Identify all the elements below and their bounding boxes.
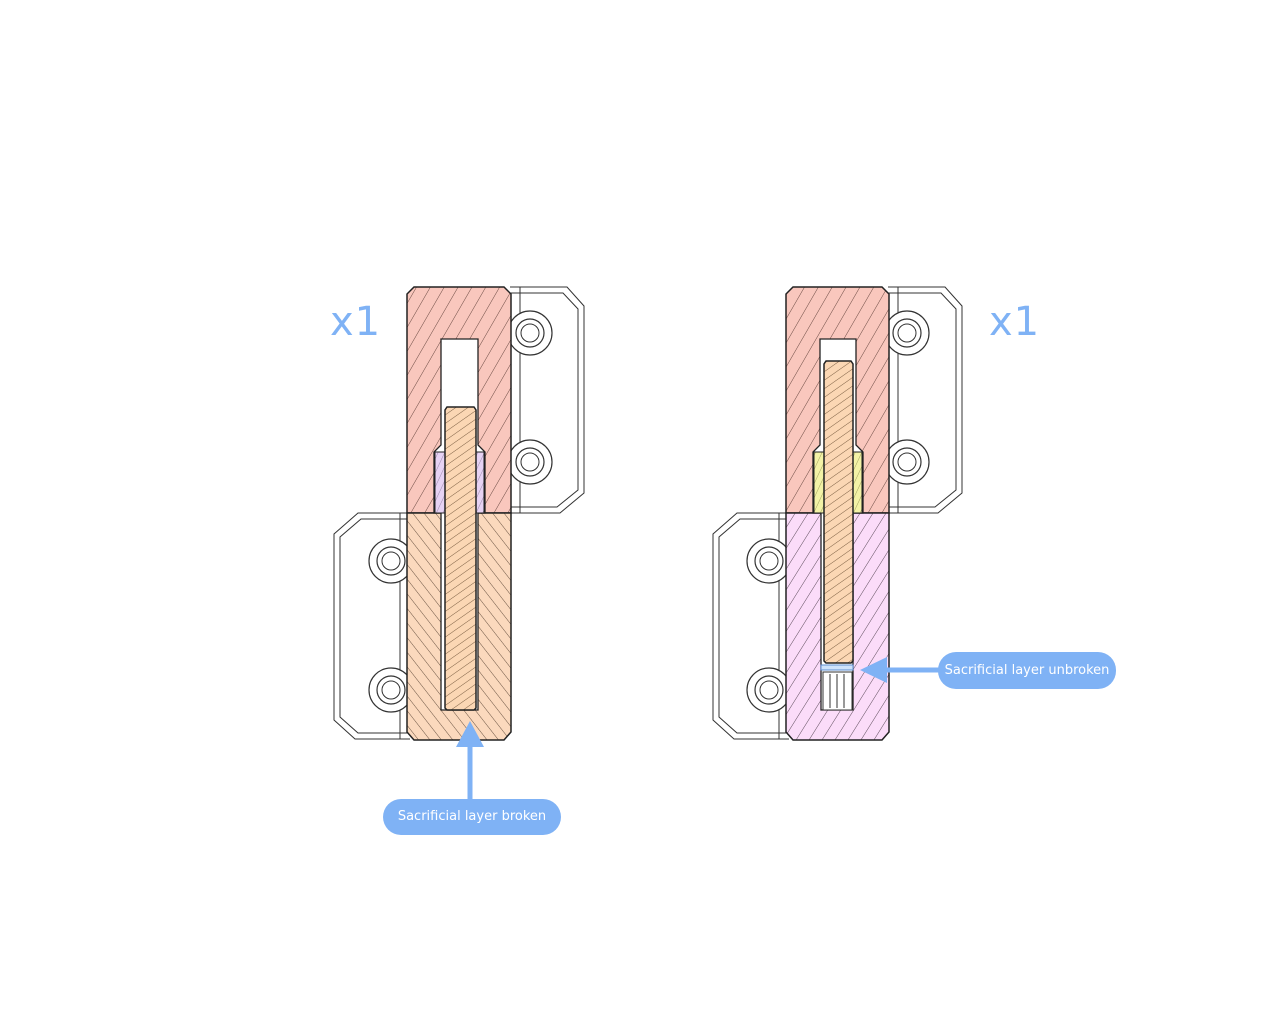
screw-icon: [368, 538, 414, 584]
lower-bore-right: [822, 671, 853, 711]
screw-icon: [507, 439, 553, 485]
quantity-label-left: x1: [330, 299, 382, 345]
screw-icon: [884, 310, 930, 356]
callout-sacrificial-broken: Sacrificial layer broken: [383, 799, 561, 835]
assembly-right: [712, 286, 963, 741]
screw-icon: [746, 538, 792, 584]
callout-sacrificial-unbroken: Sacrificial layer unbroken: [938, 652, 1116, 689]
insert-left: [434, 451, 446, 514]
screw-icon: [884, 439, 930, 485]
screw-icon: [746, 667, 792, 713]
pin-left: [444, 406, 477, 711]
callout-arrow-right: [860, 657, 940, 683]
callout-arrow-left: [456, 721, 484, 800]
pin-right: [823, 360, 854, 664]
screw-icon: [368, 667, 414, 713]
quantity-label-right: x1: [989, 299, 1041, 345]
sacrificial-layer: [820, 664, 854, 671]
assembly-left: [333, 286, 585, 741]
screw-icon: [507, 310, 553, 356]
